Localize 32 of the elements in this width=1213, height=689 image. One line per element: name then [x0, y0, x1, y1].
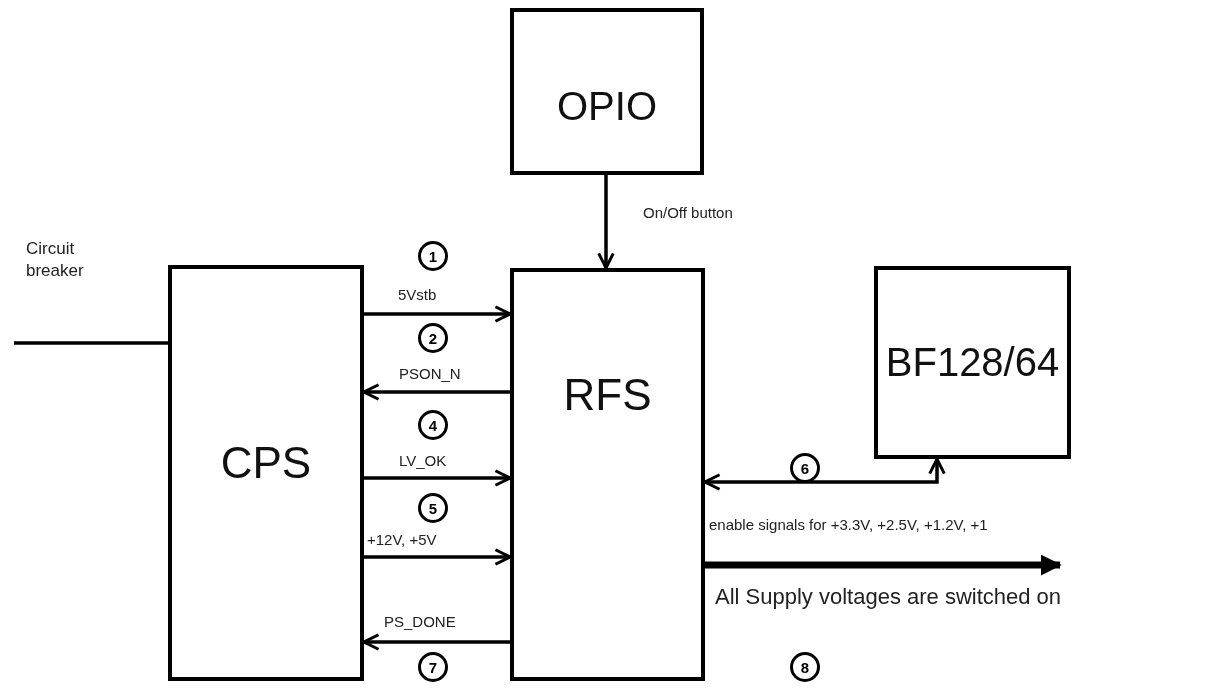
edge-label: 5Vstb — [397, 287, 438, 303]
arrow — [364, 469, 512, 487]
edge-label: On/Off button — [642, 205, 734, 221]
edge-label: enable signals for +3.3V, +2.5V, +1.2V, +1 — [708, 517, 989, 533]
callout-number: 8 — [790, 652, 820, 682]
callout-number: 4 — [418, 410, 448, 440]
callout-number: 6 — [790, 453, 820, 483]
block-title: RFS — [563, 369, 652, 420]
edge-label: +12V, +5V — [366, 532, 438, 548]
edge-label: LV_OK — [398, 453, 448, 469]
arrow — [362, 383, 510, 401]
block-title: BF128/64 — [885, 340, 1060, 385]
arrow — [364, 548, 512, 566]
arrow — [362, 633, 510, 651]
callout-number: 2 — [418, 323, 448, 353]
callout-number: 5 — [418, 493, 448, 523]
edge-label: PSON_N — [398, 366, 462, 382]
edge-label: PS_DONE — [383, 614, 457, 630]
block-title: OPIO — [557, 84, 657, 129]
power-line — [14, 341, 168, 345]
callout-number: 7 — [418, 652, 448, 682]
arrow — [703, 457, 946, 491]
block-box — [168, 265, 364, 681]
edge-label: All Supply voltages are switched on — [714, 585, 1063, 609]
arrow — [597, 175, 615, 270]
block-box — [510, 8, 704, 175]
block-box — [874, 266, 1071, 459]
breaker-label: Circuit breaker — [26, 238, 85, 283]
arrow — [364, 305, 512, 323]
block-box — [510, 268, 705, 681]
block-title: CPS — [220, 438, 312, 488]
callout-number: 1 — [418, 241, 448, 271]
